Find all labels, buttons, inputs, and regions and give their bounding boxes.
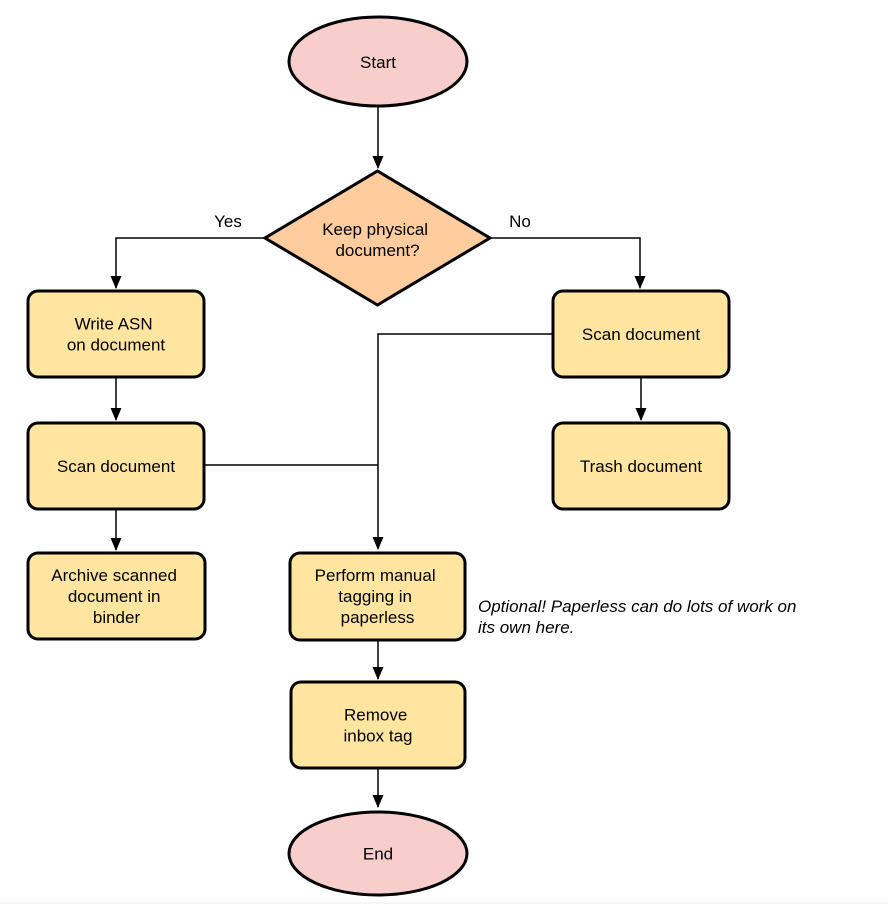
optional-note-line1: Optional! Paperless can do lots of work … <box>478 597 796 616</box>
tagging-label-line2: tagging in <box>338 587 412 606</box>
archive-label-line1: Archive scanned <box>51 566 177 585</box>
yes-label: Yes <box>214 212 242 231</box>
trash-label: Trash document <box>580 457 702 476</box>
edge-yes-branch <box>110 237 265 289</box>
edge-no-branch <box>490 237 646 289</box>
edge-scanright-to-tagging <box>372 333 553 550</box>
no-label: No <box>509 212 531 231</box>
archive-label-line2: document in <box>68 587 161 606</box>
decision-label-line1: Keep physical <box>322 220 428 239</box>
end-label: End <box>363 845 393 864</box>
tagging-label-line3: paperless <box>341 608 415 627</box>
start-label: Start <box>360 53 396 72</box>
write-asn-label: Write ASN on document <box>67 315 166 355</box>
tagging-label-line1: Perform manual <box>315 566 436 585</box>
write-asn-label-line2: on document <box>67 336 166 355</box>
archive-label-line3: binder <box>93 608 141 627</box>
decision-label: Keep physical document? <box>322 220 433 260</box>
write-asn-label-line1: Write ASN <box>75 315 153 334</box>
decision-node <box>262 169 493 307</box>
remove-inbox-label: Remove inbox tag <box>344 706 413 746</box>
process-tagging-node <box>288 551 467 642</box>
scan-left-label: Scan document <box>57 457 175 476</box>
decision-label-line2: document? <box>335 241 419 260</box>
start-node <box>287 15 469 108</box>
process-scan-left-node <box>26 421 206 511</box>
remove-inbox-label-line1: Remove <box>344 706 407 725</box>
scan-right-label: Scan document <box>582 325 700 344</box>
end-node <box>287 810 469 897</box>
optional-note-text: Optional! Paperless can do lots of work … <box>478 597 801 637</box>
archive-label: Archive scanned document in binder <box>51 566 181 627</box>
process-remove-inbox-node <box>289 680 467 770</box>
optional-note-line2: its own here. <box>478 618 574 637</box>
remove-inbox-label-line2: inbox tag <box>344 727 413 746</box>
process-write-asn-node <box>26 289 206 379</box>
tagging-label: Perform manual tagging in paperless <box>315 566 441 627</box>
process-scan-right-node <box>551 289 731 379</box>
process-archive-node <box>26 551 207 641</box>
process-trash-node <box>551 421 731 511</box>
